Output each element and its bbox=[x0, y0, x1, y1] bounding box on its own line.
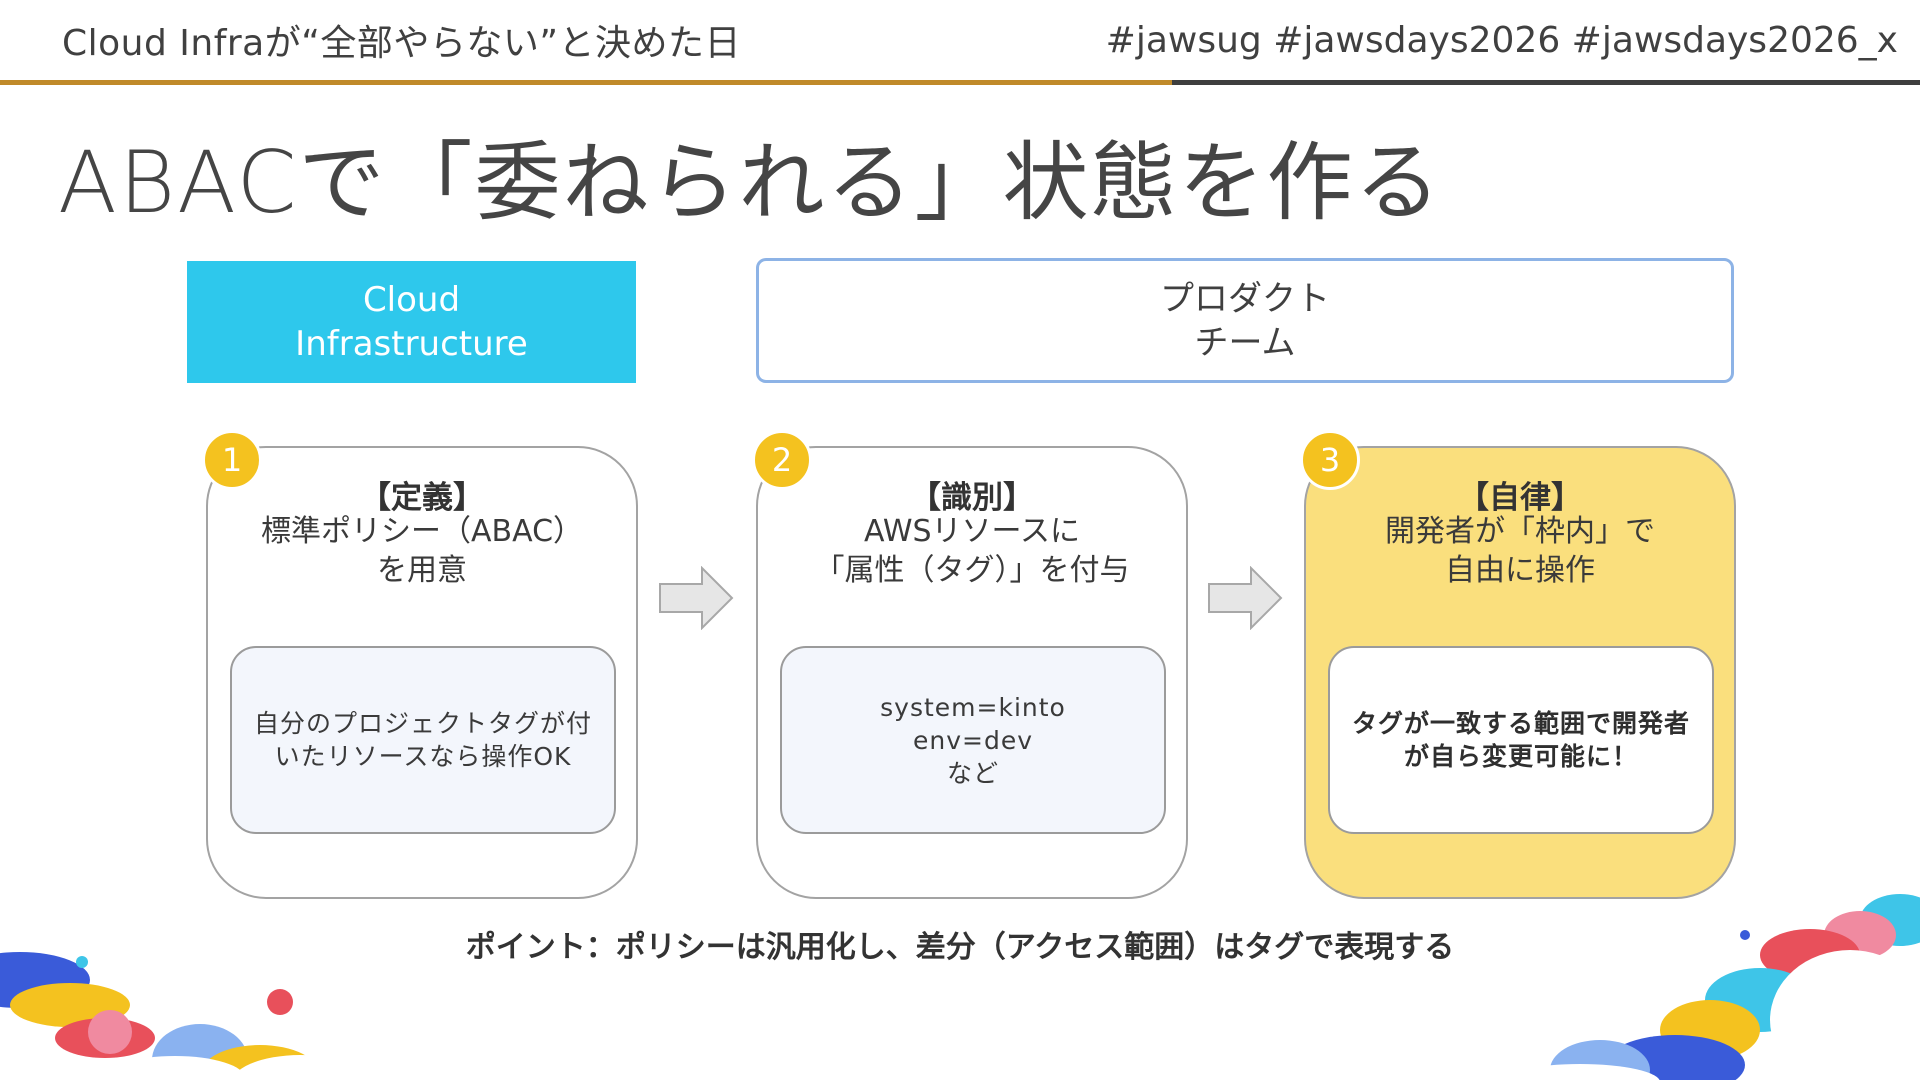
right-arrow-icon bbox=[1208, 566, 1283, 630]
cloud-infra-team-box: Cloud Infrastructure bbox=[187, 261, 636, 383]
step-number-badge: 2 bbox=[752, 430, 812, 490]
step-detail-box: 自分のプロジェクトタグが付いたリソースなら操作OK bbox=[230, 646, 616, 834]
step-card-autonomy: 3 【自律】 開発者が「枠内」で 自由に操作 タグが一致する範囲で開発者が自ら変… bbox=[1300, 430, 1736, 899]
slide-title: ABACで「委ねられる」状態を作る bbox=[58, 133, 1443, 233]
deck-subtitle: Cloud Infraが“全部やらない”と決めた日 bbox=[62, 23, 742, 64]
header-rule-gold bbox=[0, 80, 1690, 85]
step-number-badge: 3 bbox=[1300, 430, 1360, 490]
step-description: AWSリソースに 「属性（タグ）」を付与 bbox=[814, 514, 1130, 588]
step-heading: 【定義】 bbox=[360, 480, 484, 516]
step-description: 開発者が「枠内」で 自由に操作 bbox=[1385, 514, 1655, 588]
hashtags: #jawsug #jawsdays2026 #jawsdays2026_x bbox=[1105, 20, 1898, 61]
product-team-box: プロダクト チーム bbox=[756, 258, 1734, 383]
header-rule-dark bbox=[1172, 80, 1920, 85]
step-card-define: 1 【定義】 標準ポリシー（ABAC） を用意 自分のプロジェクトタグが付いたリ… bbox=[202, 430, 638, 899]
decorative-clouds-left bbox=[0, 952, 370, 1080]
step-heading: 【自律】 bbox=[1458, 480, 1582, 516]
step-detail-box: タグが一致する範囲で開発者が自ら変更可能に！ bbox=[1328, 646, 1714, 834]
step-heading: 【識別】 bbox=[910, 480, 1034, 516]
step-detail-box: system=kinto env=dev など bbox=[780, 646, 1166, 834]
right-arrow-icon bbox=[659, 566, 734, 630]
decorative-clouds-right bbox=[1520, 894, 1920, 1080]
key-point-note: ポイント：ポリシーは汎用化し、差分（アクセス範囲）はタグで表現する bbox=[465, 930, 1455, 965]
step-description: 標準ポリシー（ABAC） を用意 bbox=[260, 514, 584, 588]
step-number-badge: 1 bbox=[202, 430, 262, 490]
step-card-identify: 2 【識別】 AWSリソースに 「属性（タグ）」を付与 system=kinto… bbox=[752, 430, 1188, 899]
